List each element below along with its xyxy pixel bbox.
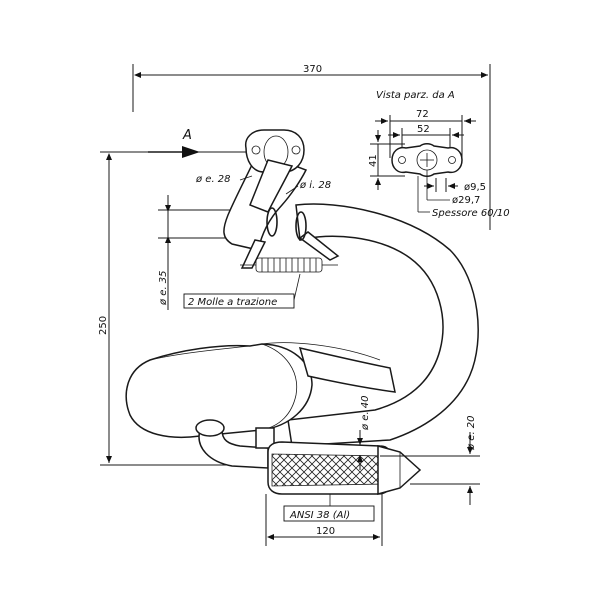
diameter-20-dimension: ø e. 20 [380, 415, 480, 505]
flange-hole-dia: ø9,5 [464, 182, 486, 193]
tension-springs [240, 257, 338, 273]
overall-width-value: 370 [303, 64, 322, 75]
flange-width-72: 72 [416, 109, 429, 120]
outer-dia-35-label: ø e. 35 [158, 270, 169, 306]
overall-height-value: 250 [98, 316, 109, 335]
flange-bore-dia: ø29,7 [452, 195, 480, 206]
silencer [267, 441, 422, 495]
inner-dia-28-label: ø i. 28 [299, 180, 331, 191]
springs-label: 2 Molle a trazione [188, 297, 277, 308]
flange-view: Vista parz. da A 72 52 41 ø9, [368, 90, 510, 219]
outer-dia-40-label: ø e. 40 [360, 395, 371, 431]
flange-width-52: 52 [417, 124, 430, 135]
silencer-length-dimension: 120 [265, 494, 383, 546]
header-flange [244, 129, 305, 173]
view-title: Vista parz. da A [376, 90, 455, 101]
view-arrow-label: A [182, 128, 192, 143]
outer-dia-28-label: ø e. 28 [195, 174, 231, 185]
overall-width-dimension: 370 [132, 64, 491, 230]
silencer-length-value: 120 [316, 526, 335, 537]
silencer-label: ANSI 38 (Al) [289, 510, 350, 521]
diameter-40-dimension: ø e. 40 [357, 395, 371, 470]
flange-thickness: Spessore 60/10 [432, 208, 510, 219]
view-arrow-a: A [148, 128, 200, 158]
flange-height-41: 41 [368, 154, 379, 167]
outer-dia-20-label: ø e. 20 [466, 415, 477, 451]
springs-callout: 2 Molle a trazione [183, 273, 301, 309]
silencer-callout: ANSI 38 (Al) [283, 494, 375, 522]
